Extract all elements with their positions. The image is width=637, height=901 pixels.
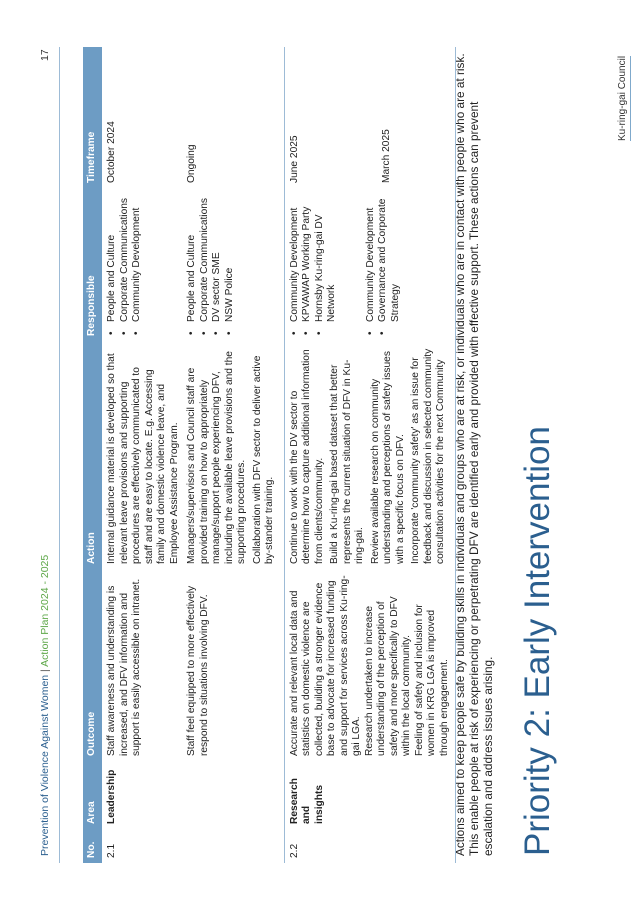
timeframe-text: Ongoing xyxy=(186,144,197,183)
row-responsible: People and Culture Corporate Communicati… xyxy=(102,188,284,341)
row-timeframe: June 2025 March 2025 xyxy=(284,47,456,188)
row-outcome: Accurate and relevant local data and sta… xyxy=(284,569,456,761)
table-header-row: No. Area Outcome Action Responsible Time… xyxy=(83,47,102,863)
timeframe-text: June 2025 xyxy=(288,135,300,183)
row-outcome: Staff awareness and understanding is inc… xyxy=(102,569,284,761)
row-area: Research and insights xyxy=(284,761,456,829)
action-text: Collaboration with DFV sector to deliver… xyxy=(251,355,276,564)
header-outcome: Outcome xyxy=(83,569,102,761)
header-timeframe: Timeframe xyxy=(83,47,102,188)
action-text: Continue to work with the DV sector to d… xyxy=(288,349,325,564)
responsible-item: DV sector SME xyxy=(211,193,224,326)
page-number: 17 xyxy=(39,49,51,61)
responsible-item: Community Development xyxy=(365,193,378,326)
table-row: 2.1 Leadership Staff awareness and under… xyxy=(102,47,284,863)
action-text: Managers/supervisors and Council staff a… xyxy=(186,351,247,564)
responsible-item: Governance and Corporate Strategy xyxy=(377,193,402,326)
outcome-text: Research undertaken to increase understa… xyxy=(363,596,413,756)
responsible-item: KPVAWAP Working Party xyxy=(301,193,314,326)
council-name: Ku-ring-gai Council xyxy=(617,55,628,141)
row-action: Continue to work with the DV sector to d… xyxy=(284,341,456,569)
row-action: Internal guidance material is developed … xyxy=(102,341,284,569)
action-text: Review available research on community u… xyxy=(369,351,406,564)
action-text: Build a Ku-ring-gai based dataset that b… xyxy=(329,359,365,564)
row-responsible: Community Development KPVAWAP Working Pa… xyxy=(284,188,456,341)
footer-separator: | xyxy=(39,669,51,672)
intro-paragraph: Actions aimed to keep people safe by bui… xyxy=(453,53,495,856)
footer-rule xyxy=(59,47,60,863)
row-timeframe: October 2024 Ongoing xyxy=(102,47,284,188)
responsible-item: NSW Police xyxy=(224,193,237,326)
header-rule xyxy=(630,56,631,141)
row-number: 2.2 xyxy=(284,829,456,863)
responsible-item: Community Development xyxy=(289,193,302,326)
footer-plan-title: Action Plan 2024 - 2025 xyxy=(39,554,51,667)
footer-text: Prevention of Violence Against Women | A… xyxy=(39,555,51,856)
action-plan-table: No. Area Outcome Action Responsible Time… xyxy=(83,47,456,863)
action-text: Incorporate 'community safety' as an iss… xyxy=(410,348,446,564)
responsible-item: Hornsby Ku-ring-gai DV Network xyxy=(314,193,339,326)
row-number: 2.1 xyxy=(102,829,284,863)
outcome-text: Feeling of safety and inclusion for wome… xyxy=(413,604,450,756)
responsible-item: Corporate Communications xyxy=(119,193,132,326)
header-action: Action xyxy=(83,341,102,569)
header-responsible: Responsible xyxy=(83,188,102,341)
table-row: 2.2 Research and insights Accurate and r… xyxy=(284,47,456,863)
outcome-text: Accurate and relevant local data and sta… xyxy=(288,575,363,756)
responsible-item: People and Culture xyxy=(106,193,119,326)
responsible-item: People and Culture xyxy=(186,193,199,326)
page-title: Priority 2: Early Intervention xyxy=(518,426,557,856)
footer-document-title: Prevention of Violence Against Women xyxy=(39,674,51,856)
row-area: Leadership xyxy=(102,761,284,829)
header-no: No. xyxy=(83,829,102,863)
header-area: Area xyxy=(83,761,102,829)
action-text: Internal guidance material is developed … xyxy=(106,353,180,564)
outcome-text: Staff awareness and understanding is inc… xyxy=(106,578,142,756)
timeframe-text: March 2025 xyxy=(380,129,392,183)
responsible-item: Community Development xyxy=(131,193,144,326)
responsible-item: Corporate Communications xyxy=(199,193,212,326)
outcome-text: Staff feel equipped to more effectively … xyxy=(186,585,210,756)
timeframe-text: October 2024 xyxy=(106,121,117,183)
